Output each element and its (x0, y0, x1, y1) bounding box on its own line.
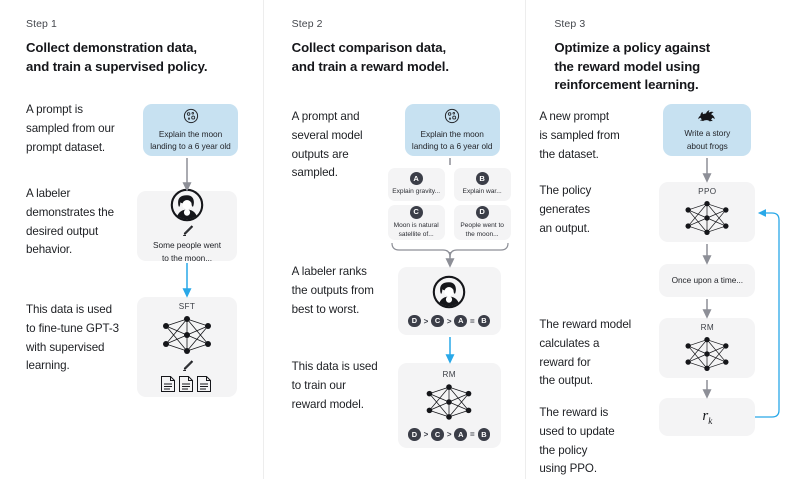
documents-icon (160, 375, 214, 393)
neural-net-icon (681, 335, 733, 373)
output-text-b: Explain war... (462, 188, 502, 196)
step-2-paragraph-3: This data is used to train our reward mo… (291, 360, 378, 411)
step-1-label: Step 1 (26, 18, 57, 30)
rank-item-2: A (454, 314, 467, 328)
pencil-icon (181, 224, 194, 237)
generated-output-text: Once upon a time... (671, 275, 744, 286)
ppo-caption: PPO (698, 187, 717, 196)
step-3-label: Step 3 (554, 18, 586, 30)
output-card-c[interactable]: C Moon is natural satellite of... (387, 205, 445, 240)
prompt-box-step-2[interactable]: Explain the moon landing to a 6 year old (404, 104, 500, 156)
prompt-box-step-1[interactable]: Explain the moon landing to a 6 year old (143, 104, 238, 156)
rm-caption-step-3: RM (700, 323, 715, 332)
column-step-2: Step 2 Collect comparison data, and trai… (262, 0, 526, 479)
moon-icon (183, 108, 199, 124)
labeler-icon (432, 275, 466, 309)
reward-model-box-step-3[interactable]: RM (659, 318, 756, 378)
output-card-a[interactable]: A Explain gravity... (387, 168, 445, 201)
reward-model-box-step-2[interactable]: RM D > C > A = (397, 363, 501, 448)
step-1-title: Collect demonstration data, and train a … (26, 40, 208, 74)
step-1-paragraph-2: A labeler demonstrates the desired outpu… (26, 187, 114, 257)
sft-caption: SFT (178, 301, 196, 311)
ranking-row-rm: D > C > A = B (408, 428, 491, 441)
prompt-text-step-1: Explain the moon landing to a 6 year old (150, 128, 231, 151)
generated-output-box[interactable]: Once upon a time... (659, 264, 756, 297)
labeler-demo-box[interactable]: Some people went to the moon... (137, 188, 237, 263)
output-badge-a: A (409, 172, 423, 186)
output-badge-d: D (475, 205, 489, 219)
rank-op-1: > (446, 430, 452, 439)
rank-item-1: C (431, 314, 444, 328)
output-card-d[interactable]: D People went to the moon... (453, 205, 511, 240)
step-3-paragraph-3: The reward model calculates a reward for… (539, 318, 632, 388)
rank-item-1: C (431, 428, 444, 441)
frog-icon (696, 108, 718, 123)
step-2-paragraph-2: A labeler ranks the outputs from best to… (291, 265, 374, 316)
labeler-rank-box[interactable]: D > C > A = B (397, 267, 501, 335)
column-step-3: Step 3 Optimize a policy against the rew… (525, 0, 788, 479)
step-3-title: Optimize a policy against the reward mod… (554, 40, 711, 93)
rm-caption-step-2: RM (442, 370, 456, 380)
ranking-row-labeler: D > C > A = B (408, 314, 491, 328)
rank-item-3: B (477, 428, 491, 441)
output-card-b[interactable]: B Explain war... (453, 168, 511, 201)
step-3-paragraph-4: The reward is used to update the policy … (539, 406, 615, 476)
rank-item-2: A (454, 428, 467, 441)
step-2-title: Collect comparison data, and train a rew… (291, 40, 449, 74)
prompt-text-step-3: Write a story about frogs (684, 128, 731, 151)
rank-op-2: = (469, 316, 475, 326)
step-3-paragraph-1: A new prompt is sampled from the dataset… (539, 110, 620, 161)
rank-op-2: = (469, 430, 475, 439)
ppo-policy-box[interactable]: PPO (659, 182, 756, 242)
labeler-icon (170, 188, 204, 222)
rank-item-3: B (477, 314, 491, 328)
neural-net-icon (681, 199, 733, 237)
neural-net-icon (158, 314, 216, 356)
output-badge-b: B (475, 172, 489, 186)
output-text-c: Moon is natural satellite of... (393, 221, 439, 238)
step-1-paragraph-1: A prompt is sampled from our prompt data… (26, 103, 115, 154)
pencil-icon (181, 359, 194, 372)
prompt-text-step-2: Explain the moon landing to a 6 year old (411, 128, 493, 151)
reward-symbol: rk (702, 408, 713, 426)
column-step-1: Step 1 Collect demonstration data, and t… (0, 0, 263, 479)
step-3-paragraph-2: The policy generates an output. (539, 184, 592, 235)
output-text-a: Explain gravity... (392, 188, 441, 196)
labeler-output-text: Some people went to the moon... (153, 240, 221, 263)
step-1-paragraph-3: This data is used to fine-tune GPT-3 wit… (26, 303, 119, 373)
reward-value-box[interactable]: rk (659, 398, 756, 436)
output-badge-c: C (409, 205, 423, 219)
rank-op-0: > (423, 316, 429, 326)
rank-op-0: > (423, 430, 429, 439)
neural-net-icon (422, 382, 476, 422)
moon-icon (444, 108, 460, 124)
step-2-label: Step 2 (291, 18, 323, 30)
rank-item-0: D (408, 314, 421, 328)
step-2-paragraph-1: A prompt and several model outputs are s… (291, 110, 363, 180)
output-text-d: People went to the moon... (460, 221, 504, 238)
sft-model-box[interactable]: SFT (137, 297, 237, 397)
prompt-box-step-3[interactable]: Write a story about frogs (663, 104, 752, 156)
rank-op-1: > (446, 316, 452, 326)
rank-item-0: D (408, 428, 421, 441)
